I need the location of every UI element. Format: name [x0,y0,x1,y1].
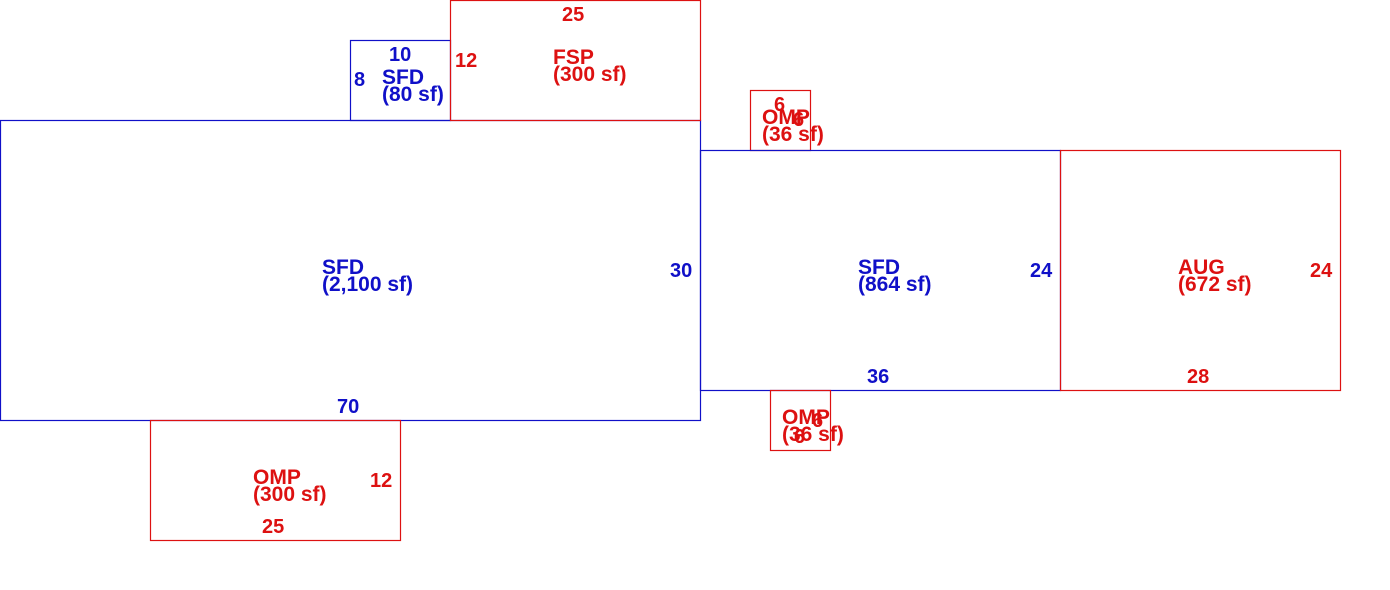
omp-bottom-mid-area: (36 sf) [782,423,844,446]
fsp-outline [449,0,702,122]
area-aug: AUG (672 sf) 28 24 [1059,149,1342,392]
sfd-middle-depth: 24 [1030,260,1053,282]
aug-outline [1059,149,1342,392]
omp-bottom-left-code: OMP [253,466,301,489]
omp-bottom-left-depth: 12 [370,470,392,492]
sfd-small-code: SFD [382,66,424,89]
aug-width: 28 [1187,366,1209,388]
sfd-middle-area: (864 sf) [858,273,932,296]
aug-code: AUG [1178,256,1225,279]
aug-depth: 24 [1310,260,1333,282]
area-omp-bottom-left: OMP (300 sf) 25 12 [149,419,402,542]
omp-bottom-left-outline [149,419,402,542]
sfd-small-width: 10 [389,44,411,66]
omp-bottom-mid-code: OMP [782,406,830,429]
area-omp-top: 6 OMP 6 (36 sf) [749,89,824,152]
omp-bottom-left-width: 25 [262,516,284,538]
omp-top-width: 6 [774,94,785,116]
omp-bottom-mid-width: 6 [794,426,805,448]
area-sfd-main: SFD (2,100 sf) 70 30 [0,119,702,422]
sfd-main-code: SFD [322,256,364,279]
omp-bottom-left-area: (300 sf) [253,483,327,506]
area-sfd-middle: SFD (864 sf) 36 24 [699,149,1062,392]
sfd-main-depth: 30 [670,260,692,282]
omp-top-code: OMP [762,106,810,129]
fsp-area: (300 sf) [553,63,627,86]
fsp-code: FSP [553,46,594,69]
fsp-width: 25 [562,4,584,26]
area-fsp: FSP (300 sf) 25 12 [449,0,702,122]
area-omp-bottom-mid: OMP 6 (36 sf) 6 [769,389,844,452]
omp-bottom-mid-outline [769,389,832,452]
omp-top-area: (36 sf) [762,123,824,146]
fsp-depth: 12 [455,50,477,72]
omp-top-depth: 6 [793,109,804,131]
aug-area: (672 sf) [1178,273,1252,296]
omp-bottom-mid-depth: 6 [812,410,823,432]
sfd-small-area: (80 sf) [382,83,444,106]
sfd-middle-width: 36 [867,366,889,388]
sfd-middle-code: SFD [858,256,900,279]
sfd-main-width: 70 [337,396,359,418]
sfd-small-depth: 8 [354,69,365,91]
sfd-main-area: (2,100 sf) [322,273,413,296]
area-sfd-small: SFD (80 sf) 10 8 [349,39,452,122]
